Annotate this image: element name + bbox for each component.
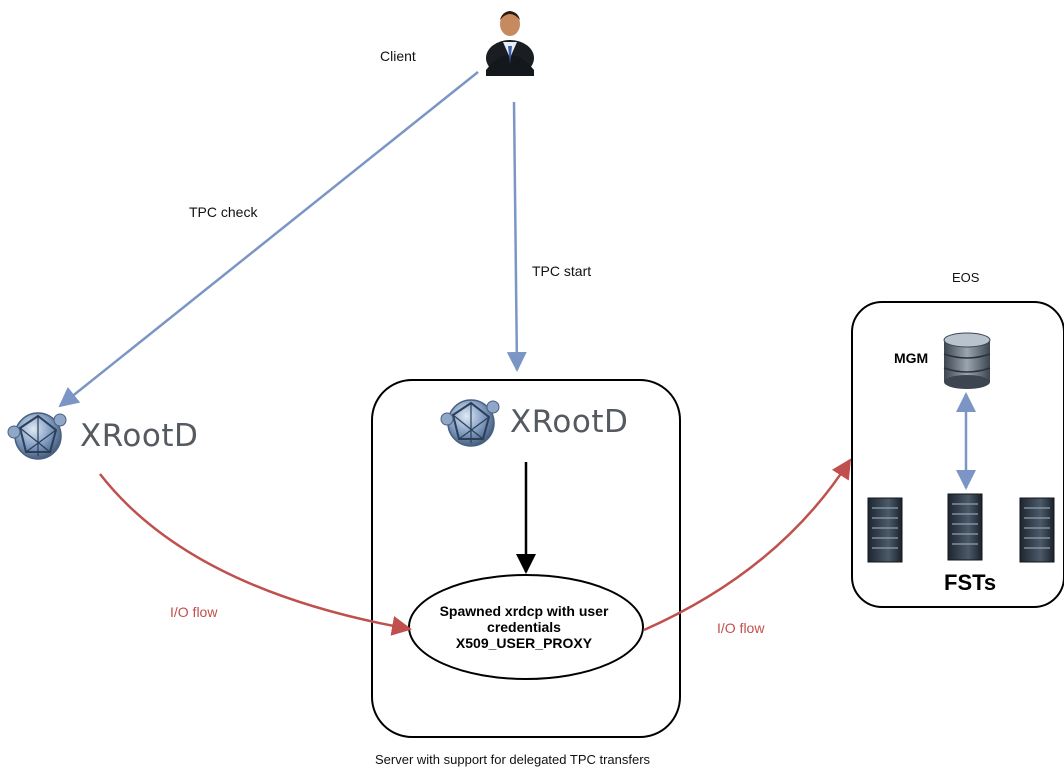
server-rack-icon bbox=[1019, 497, 1055, 563]
eos-box bbox=[851, 301, 1064, 608]
server-box bbox=[371, 379, 681, 738]
tpc-check-label: TPC check bbox=[189, 204, 258, 220]
io-flow-left-arrow bbox=[99, 473, 412, 636]
io-flow-left-label: I/O flow bbox=[170, 604, 218, 620]
process-line-2: credentials bbox=[487, 619, 561, 635]
process-label: Spawned xrdcp with user credentials X509… bbox=[412, 603, 636, 651]
person-icon bbox=[486, 11, 534, 76]
tpc-start-label: TPC start bbox=[532, 263, 592, 279]
tpc-check-arrow bbox=[58, 71, 479, 408]
io-flow-right-arrow bbox=[643, 458, 852, 632]
fsts-label: FSTs bbox=[944, 570, 997, 595]
xrootd-logo-center bbox=[440, 399, 500, 447]
server-rack-icon bbox=[947, 493, 983, 561]
eos-title: EOS bbox=[952, 270, 980, 285]
process-line-1: Spawned xrdcp with user bbox=[439, 603, 609, 619]
client-label: Client bbox=[380, 48, 416, 64]
tpc-start-arrow bbox=[506, 101, 527, 372]
xrootd-logo-left bbox=[7, 412, 67, 460]
server-rack-icon bbox=[867, 497, 903, 563]
xrootd-label-left: XRootD bbox=[80, 418, 199, 454]
process-line-3: X509_USER_PROXY bbox=[455, 635, 593, 651]
database-icon bbox=[943, 332, 991, 389]
io-flow-right-label: I/O flow bbox=[717, 620, 765, 636]
mgm-label: MGM bbox=[894, 350, 929, 366]
xrootd-label-center: XRootD bbox=[510, 404, 629, 440]
server-caption: Server with support for delegated TPC tr… bbox=[375, 752, 651, 767]
